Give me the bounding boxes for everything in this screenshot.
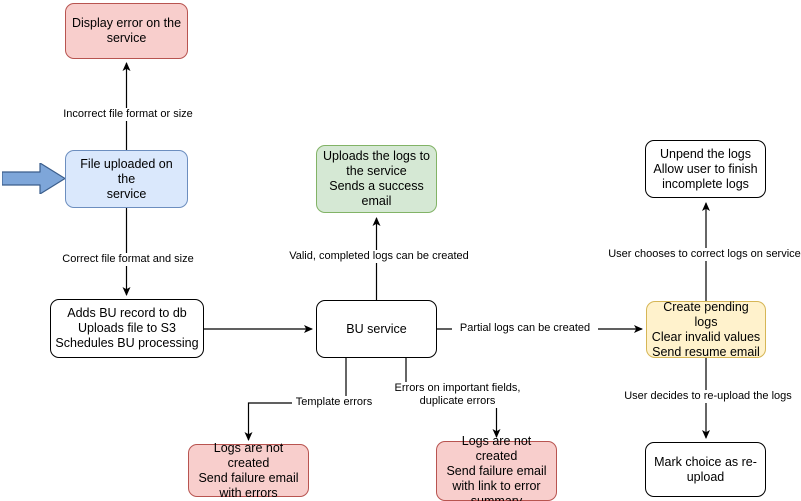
edge-label-incorrect-format: Incorrect file format or size bbox=[56, 108, 200, 121]
node-adds-bu-record[interactable]: Adds BU record to db Uploads file to S3 … bbox=[50, 299, 204, 358]
edge-label-user-corrects: User chooses to correct logs on service bbox=[604, 248, 801, 261]
edge-label-errors-important: Errors on important fields, duplicate er… bbox=[390, 382, 525, 408]
node-display-error[interactable]: Display error on the service bbox=[65, 3, 188, 59]
edge-label-correct-format: Correct file format and size bbox=[56, 253, 200, 266]
node-mark-choice-reupload[interactable]: Mark choice as re- upload bbox=[645, 442, 766, 497]
edge-label-valid-completed: Valid, completed logs can be created bbox=[283, 250, 475, 263]
node-uploads-logs[interactable]: Uploads the logs to the service Sends a … bbox=[316, 145, 437, 213]
node-unpend-logs[interactable]: Unpend the logs Allow user to finish inc… bbox=[645, 140, 766, 198]
node-logs-not-created-errors[interactable]: Logs are not created Send failure email … bbox=[188, 441, 309, 500]
node-file-uploaded[interactable]: File uploaded on the service bbox=[65, 150, 188, 208]
node-create-pending-logs[interactable]: Create pending logs Clear invalid values… bbox=[646, 300, 766, 359]
start-arrow-icon bbox=[2, 163, 66, 194]
node-bu-service[interactable]: BU service bbox=[316, 300, 437, 358]
node-logs-not-created-summary[interactable]: Logs are not created Send failure email … bbox=[436, 434, 557, 501]
edge-label-user-reupload: User decides to re-upload the logs bbox=[618, 390, 798, 403]
edge-label-template-errors: Template errors bbox=[292, 396, 376, 409]
edge-label-partial-logs: Partial logs can be created bbox=[452, 322, 598, 335]
